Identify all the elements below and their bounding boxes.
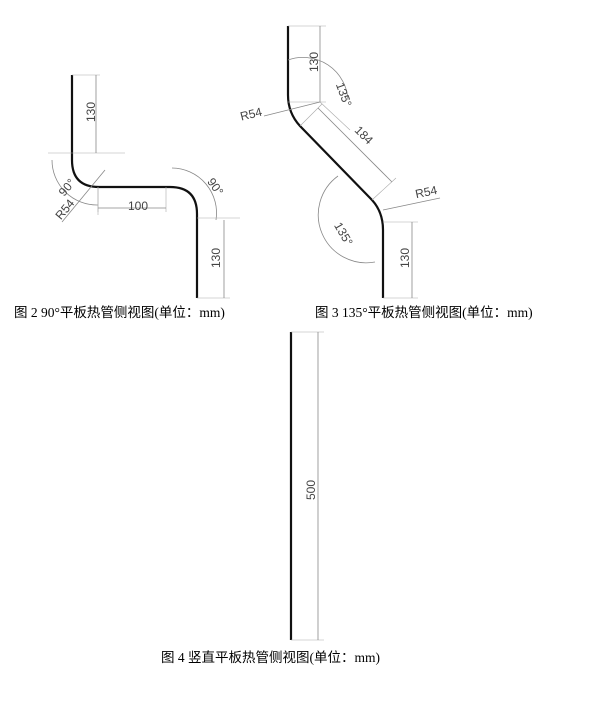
fig3-angle-top: 135° [333, 81, 355, 109]
figure-3-drawing: 130 135° R54 184 R54 135° 130 [239, 25, 441, 299]
fig3-caption: 图 3 135°平板热管侧视图(单位：mm) [315, 305, 533, 320]
fig2-bottom-length: 130 [209, 248, 223, 268]
fig2-caption: 图 2 90°平板热管侧视图(单位：mm) [14, 305, 225, 320]
fig2-radius: R54 [52, 196, 77, 222]
fig3-diag-length: 184 [352, 123, 376, 147]
fig3-pipe [286, 26, 385, 298]
fig2-pipe [70, 75, 199, 298]
fig3-radius-top: R54 [239, 105, 264, 124]
fig3-top-length: 130 [307, 52, 321, 72]
fig3-bottom-length: 130 [398, 248, 412, 268]
fig4-caption: 图 4 竖直平板热管侧视图(单位：mm) [161, 650, 380, 665]
fig3-radius-bottom: R54 [414, 183, 439, 201]
figure-4-drawing: 500 [289, 331, 324, 641]
fig2-middle-length: 100 [128, 199, 148, 213]
fig3-angle-bottom: 135° [331, 220, 356, 249]
fig3-radius-bottom-leader [382, 197, 441, 211]
fig3-radius-top-leader [263, 101, 321, 117]
fig2-radius-leader [61, 169, 106, 223]
figure-2-drawing: 130 90° R54 100 90° 130 [48, 74, 240, 299]
fig3-diag-dim-line [317, 107, 393, 183]
fig2-top-length: 130 [84, 102, 98, 122]
fig2-bend-left: 90° [56, 176, 79, 199]
fig2-bend-right: 90° [204, 175, 226, 198]
fig4-length: 500 [304, 480, 318, 500]
